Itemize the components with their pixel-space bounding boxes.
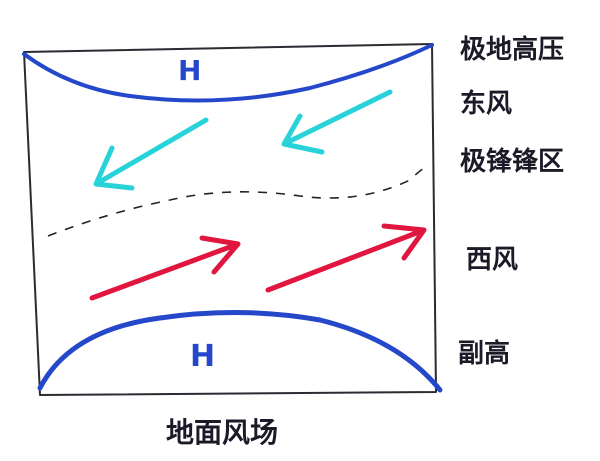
westerly-arrow-right <box>265 223 427 293</box>
diagram-caption: 地面风场 <box>166 416 278 449</box>
easterly-arrow-left <box>93 117 209 191</box>
westerly-arrow-left <box>89 235 241 301</box>
diagram-frame <box>23 43 437 396</box>
subtropical-high-curve <box>37 309 443 393</box>
label-polar-high: 极地高压 <box>460 34 564 65</box>
top-high-pressure-label: H <box>178 54 201 87</box>
polar-front-line <box>47 167 425 237</box>
easterly-arrow-right <box>281 89 393 155</box>
label-subtropical-high: 副高 <box>458 338 510 369</box>
polar-high-curve <box>22 43 434 103</box>
westerly-arrows <box>89 223 427 301</box>
bottom-high-pressure-label: H <box>190 339 215 374</box>
label-easterlies: 东风 <box>460 88 512 119</box>
easterly-arrows <box>93 89 393 191</box>
label-westerlies: 西风 <box>466 245 518 275</box>
label-polar-front: 极锋锋区 <box>460 147 564 177</box>
